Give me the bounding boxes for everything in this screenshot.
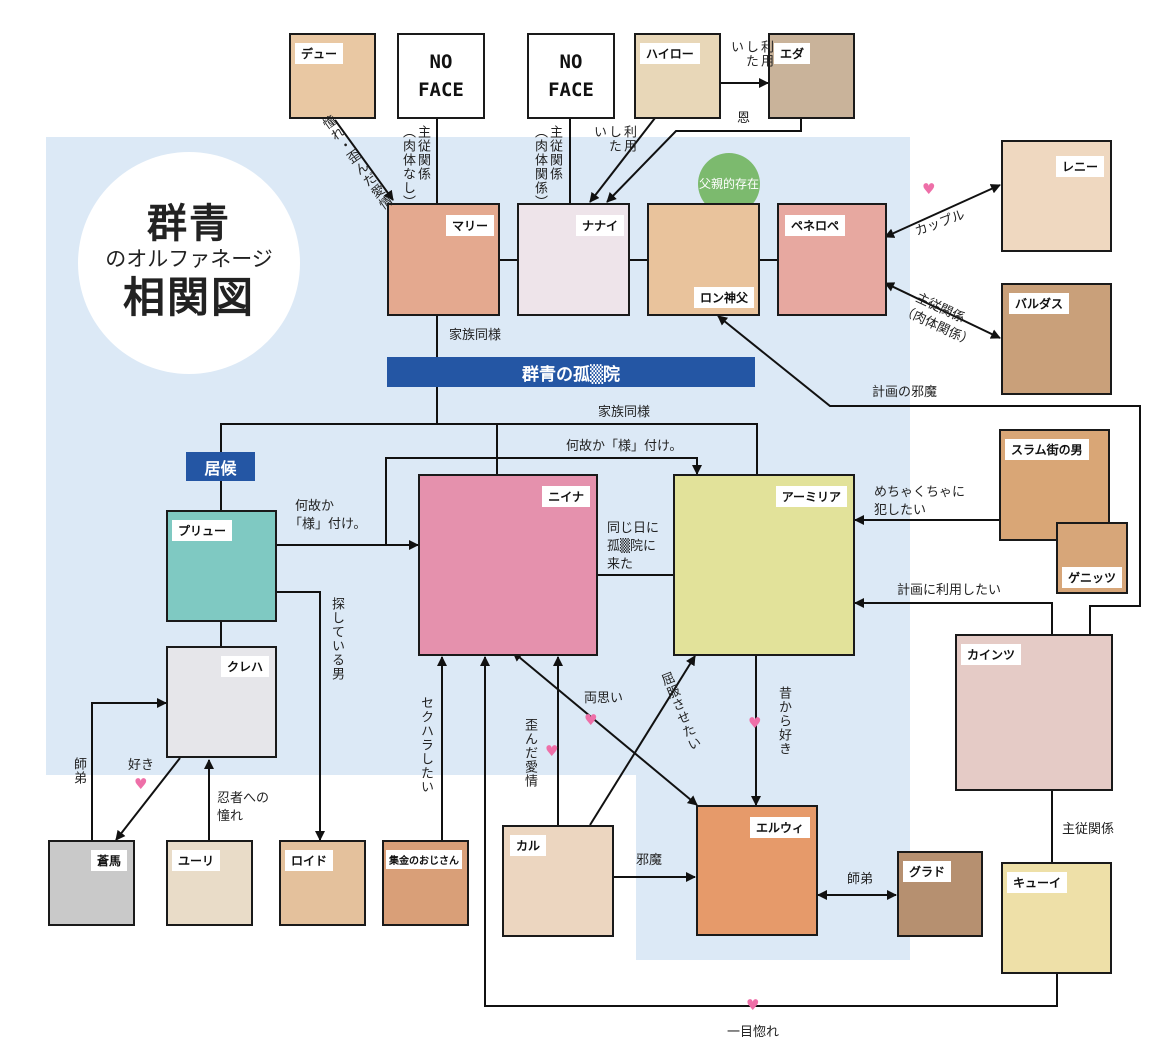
rel-hairo-nanai: 利用したい [591, 125, 636, 153]
card-grad[interactable]: グラド [897, 851, 983, 937]
card-dew[interactable]: デュー [289, 33, 376, 119]
heart-icon: ♥ [922, 180, 936, 198]
card-prew[interactable]: プリュー [166, 510, 277, 622]
card-yuri[interactable]: ユーリ [166, 840, 253, 926]
rel-prew-niina-2: 「様」付け。 [289, 517, 367, 532]
name-label: エルウィ [749, 817, 810, 838]
rel-noface1-mary: 主従関係（肉体なし） [400, 125, 430, 209]
rel-slum-amelia-1: めちゃくちゃに [874, 485, 966, 500]
name-label: キューイ [1007, 872, 1068, 893]
card-souma[interactable]: 蒼馬 [48, 840, 135, 926]
card-elwy[interactable]: エルウィ [696, 805, 818, 936]
series-subtitle: のオルファネージ [105, 247, 273, 271]
name-label: プリュー [172, 520, 233, 541]
rel-souma-kureha: 師弟 [71, 757, 86, 785]
name-label: 集金のおじさん [386, 850, 462, 869]
card-mary[interactable]: マリー [387, 203, 500, 316]
rel-same-day-2: 孤▒院に [607, 539, 656, 554]
rel-kains-amelia: 計画に利用したい [897, 583, 1002, 598]
card-ron[interactable]: ロン神父 [647, 203, 760, 316]
rel-niina-amelia-sama: 何故か「様」付け。 [566, 439, 683, 454]
rel-collector-niina: セクハラしたい [418, 696, 433, 794]
card-kureha[interactable]: クレハ [166, 646, 277, 758]
card-kains[interactable]: カインツ [955, 634, 1113, 791]
heart-icon: ♥ [584, 711, 598, 729]
name-label: クレハ [220, 656, 269, 677]
heart-icon: ♥ [134, 775, 148, 793]
rel-to-ron: 計画の邪魔 [872, 385, 938, 400]
card-nanai[interactable]: ナナイ [517, 203, 630, 316]
name-label: バルダス [1009, 293, 1070, 314]
rel-slum-amelia-2: 犯したい [874, 503, 927, 518]
name-label: 蒼馬 [90, 850, 127, 871]
rel-noface2-nanai: 主従関係（肉体関係） [532, 125, 562, 209]
rel-kal-elwy: 邪魔 [636, 853, 663, 868]
name-label: カインツ [961, 644, 1022, 665]
name-label: ナナイ [575, 215, 624, 236]
name-label: デュー [295, 43, 344, 64]
card-noface-2[interactable]: NO FACE [527, 33, 615, 119]
card-hairo[interactable]: ハイロー [634, 33, 721, 119]
name-label: アーミリア [775, 486, 847, 507]
series-name: 群青 [147, 200, 231, 247]
rel-niina-elwy: 両思い [584, 691, 624, 706]
heart-icon: ♥ [748, 714, 762, 732]
rel-yuri-kureha-2: 憧れ [217, 809, 244, 824]
rel-amelia-elwy: 昔から好き [776, 686, 791, 756]
name-label: レニー [1055, 156, 1104, 177]
name-label: ロイド [285, 850, 334, 871]
rel-kyui-niina: 一目惚れ [727, 1025, 780, 1040]
rel-same-day-3: 来た [607, 557, 634, 572]
card-lloyd[interactable]: ロイド [279, 840, 366, 926]
card-noface-1[interactable]: NO FACE [397, 33, 485, 119]
group-orphanage-banner: 群青の孤▒院 [387, 357, 755, 387]
rel-hairo-eda: 利用したい [728, 40, 773, 68]
heart-icon: ♥ [545, 742, 559, 760]
noface-label: NO FACE [418, 51, 464, 101]
name-label: ニイナ [542, 486, 590, 507]
title-logo: 群青 のオルファネージ 相関図 [78, 152, 300, 374]
card-renny[interactable]: レニー [1001, 140, 1112, 252]
heart-icon: ♥ [746, 996, 760, 1014]
name-label: グラド [903, 861, 952, 882]
rel-mary-orphanage: 家族同様 [449, 328, 502, 343]
rel-kureha-souma: 好き [128, 758, 155, 773]
card-kal[interactable]: カル [502, 825, 614, 937]
rel-eda-nanai: 恩 [737, 111, 751, 126]
rel-elwy-grad: 師弟 [847, 872, 874, 887]
card-collector[interactable]: 集金のおじさん [382, 840, 469, 926]
card-baldas[interactable]: バルダス [1001, 283, 1112, 395]
group-lodger-banner: 居候 [186, 452, 255, 481]
noface-label: NO FACE [548, 51, 594, 101]
card-amelia[interactable]: アーミリア [673, 474, 855, 656]
name-label: ロン神父 [693, 287, 754, 308]
name-label: ペネロペ [785, 215, 846, 236]
name-label: ハイロー [640, 43, 700, 64]
name-label: エダ [774, 43, 811, 64]
rel-same-day-1: 同じ日に [607, 521, 660, 536]
card-kyui[interactable]: キューイ [1001, 862, 1112, 974]
chart-title: 相関図 [122, 273, 255, 322]
rel-kal-niina: 歪んだ愛情 [522, 718, 537, 788]
name-label: ユーリ [172, 850, 221, 871]
card-niina[interactable]: ニイナ [418, 474, 598, 656]
card-penelope[interactable]: ペネロペ [777, 203, 887, 316]
rel-orphanage-members: 家族同様 [598, 405, 651, 420]
name-label: スラム街の男 [1005, 439, 1089, 460]
name-label: ゲニッツ [1062, 567, 1123, 588]
rel-penelope-renny: カップル [913, 207, 968, 240]
rel-yuri-kureha-1: 忍者への [217, 791, 270, 806]
rel-prew-niina-1: 何故か [295, 499, 335, 514]
rel-prew-lloyd: 探している男 [329, 597, 344, 681]
card-genitz[interactable]: ゲニッツ [1056, 522, 1128, 594]
rel-kains-kyui: 主従関係 [1062, 822, 1115, 837]
name-label: カル [510, 835, 547, 856]
name-label: マリー [445, 215, 494, 236]
card-eda[interactable]: エダ [768, 33, 855, 119]
